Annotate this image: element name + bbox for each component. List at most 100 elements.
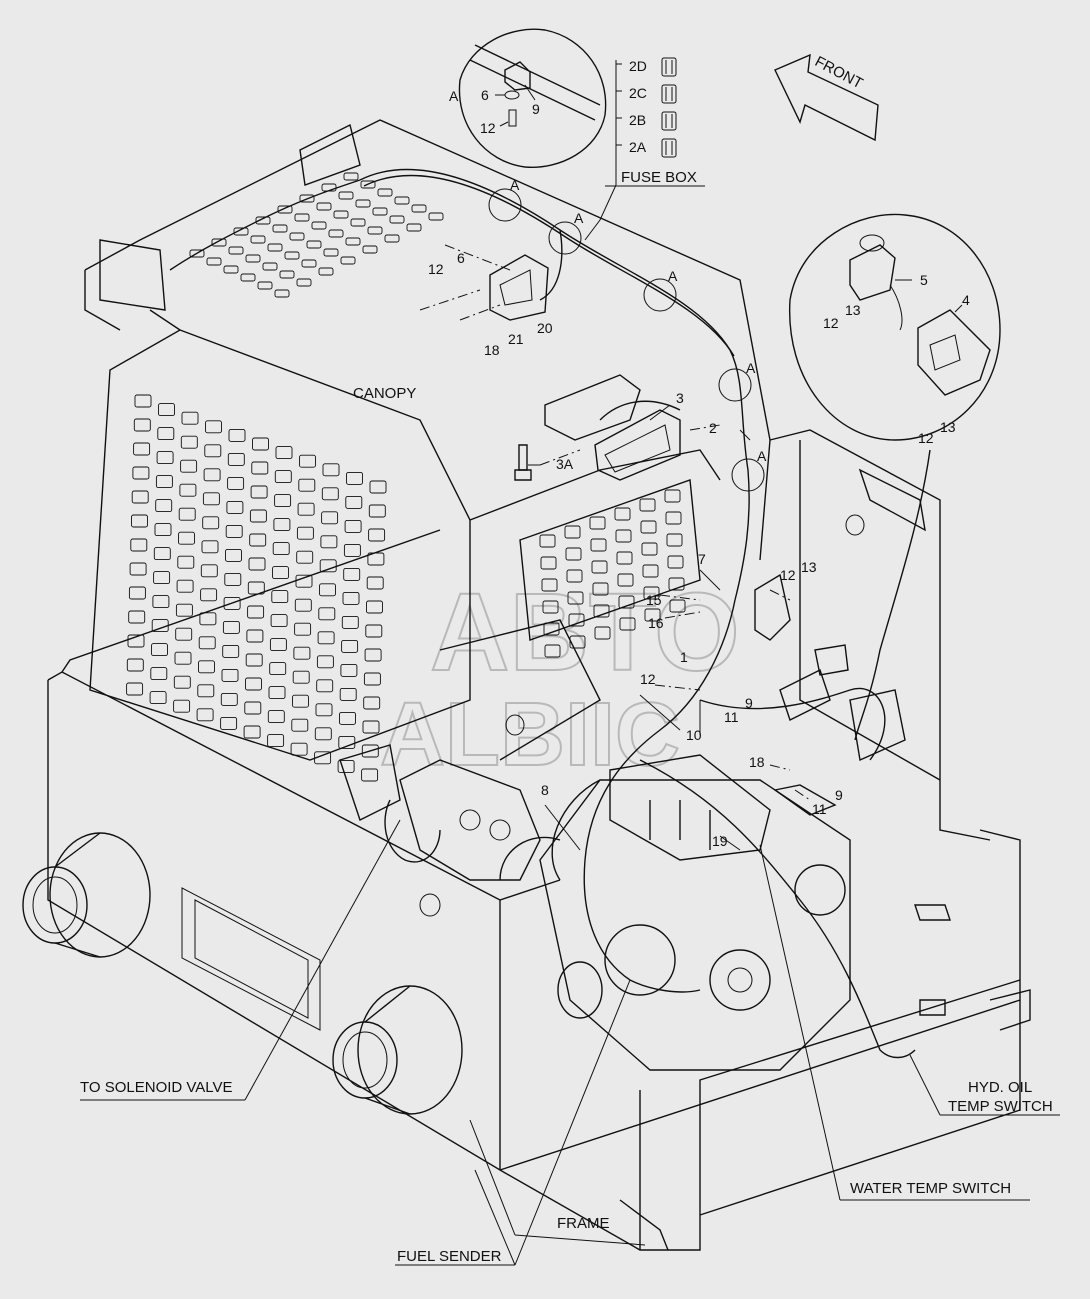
- watermark: ABTO ALBIIC: [379, 570, 741, 786]
- screen-slot: [311, 221, 327, 230]
- screen-slot: [272, 566, 289, 580]
- screen-slot: [200, 588, 218, 602]
- screen-slot: [640, 520, 657, 534]
- part-20: 20: [537, 320, 553, 336]
- fuse-2a-icon: [661, 138, 677, 158]
- screen-slot: [616, 551, 633, 565]
- screen-slot: [314, 751, 332, 765]
- part-11-rear: 11: [812, 801, 827, 817]
- screen-slot: [270, 614, 288, 628]
- screen-slot: [384, 234, 400, 243]
- bulb-3a: [514, 444, 532, 481]
- fuse-2c-label: 2C: [629, 85, 647, 101]
- screen-slot: [365, 624, 383, 638]
- screen-slot: [315, 703, 333, 717]
- part-10: 10: [686, 727, 702, 743]
- screen-slot: [247, 605, 265, 619]
- screen-slot: [226, 500, 244, 514]
- harness-clamps: [488, 188, 765, 492]
- detail-tag-a-1: A: [510, 177, 520, 193]
- screen-slot: [543, 622, 560, 636]
- screen-slot: [345, 495, 363, 509]
- clamp-a-4: [718, 368, 752, 402]
- hydraulic-pump: [339, 744, 541, 881]
- screen-slot: [255, 216, 271, 225]
- screen-slot: [411, 204, 427, 213]
- screen-slot: [591, 560, 608, 574]
- screen-slot: [368, 528, 386, 542]
- frame-body: [47, 529, 1031, 1251]
- wiring-harness: [169, 168, 916, 1059]
- part-7: 7: [698, 551, 706, 567]
- screen-slot: [644, 608, 661, 622]
- screen-slot: [368, 504, 386, 518]
- screen-slot: [323, 248, 339, 257]
- screen-slot: [614, 507, 631, 521]
- engine: [499, 754, 851, 1071]
- callout-labels: FRONT FUSE BOX CANOPY TO SOLENOID VALVE …: [80, 53, 1053, 1265]
- part-12-module: 12: [918, 430, 934, 446]
- screen-slot: [642, 564, 659, 578]
- screen-slot: [177, 555, 195, 569]
- screen-slot: [542, 600, 559, 614]
- screen-slot: [363, 672, 381, 686]
- screen-slot: [593, 604, 610, 618]
- screen-slot: [202, 492, 220, 506]
- screen-slot: [203, 468, 221, 482]
- screen-slot: [251, 461, 269, 475]
- screen-slot: [291, 718, 309, 732]
- screen-slot: [179, 483, 197, 497]
- screen-slot: [273, 518, 291, 532]
- part-1: 1: [680, 649, 688, 665]
- screen-slot: [366, 600, 383, 614]
- screen-slot: [150, 667, 168, 681]
- part-13-module: 13: [940, 419, 956, 435]
- rear-components: [754, 573, 951, 1016]
- screen-slot: [180, 459, 198, 473]
- screen-slot: [151, 619, 169, 633]
- screen-slot: [173, 675, 191, 689]
- screen-slot: [128, 586, 146, 600]
- screen-slot: [248, 557, 266, 571]
- screen-slot: [178, 507, 196, 521]
- clamp-a-2: [548, 221, 582, 255]
- screen-slot: [153, 571, 171, 585]
- screen-slot: [225, 524, 243, 538]
- screen-slot: [246, 629, 264, 643]
- screen-slot: [321, 511, 339, 525]
- fuse-2a-label: 2A: [629, 139, 647, 155]
- screen-slot: [295, 574, 313, 588]
- screen-slot: [372, 207, 388, 216]
- screen-slot: [333, 210, 349, 219]
- screen-slot: [589, 516, 606, 530]
- screen-slot: [369, 480, 387, 494]
- screen-slot: [339, 687, 357, 701]
- screen-slot: [617, 573, 634, 587]
- screen-slot: [189, 249, 205, 258]
- screen-slot: [227, 452, 245, 466]
- screen-slot: [361, 744, 379, 758]
- screen-slot: [220, 692, 238, 706]
- bracket-20: [489, 254, 549, 321]
- part-9-harness: 9: [745, 695, 753, 711]
- screen-slot: [341, 615, 359, 629]
- screen-slot: [245, 254, 261, 263]
- screen-slot: [544, 644, 561, 658]
- part-19: 19: [712, 833, 728, 849]
- screen-slot: [665, 511, 682, 525]
- screen-slot: [566, 569, 583, 583]
- screen-slot: [321, 487, 339, 501]
- screen-slot: [201, 540, 219, 554]
- screen-slot: [337, 759, 355, 773]
- screen-slot: [343, 543, 361, 557]
- detail-tag-a-2: A: [574, 210, 584, 226]
- screen-slot: [338, 191, 354, 200]
- screen-slot: [176, 579, 194, 593]
- screen-slot: [269, 638, 287, 652]
- screen-slot: [294, 598, 312, 612]
- fuel-sender-label: FUEL SENDER: [397, 1248, 502, 1265]
- screen-slot: [131, 514, 148, 528]
- screen-slot: [564, 525, 581, 539]
- part-6-detail: 6: [481, 87, 489, 103]
- screen-slot: [364, 648, 382, 662]
